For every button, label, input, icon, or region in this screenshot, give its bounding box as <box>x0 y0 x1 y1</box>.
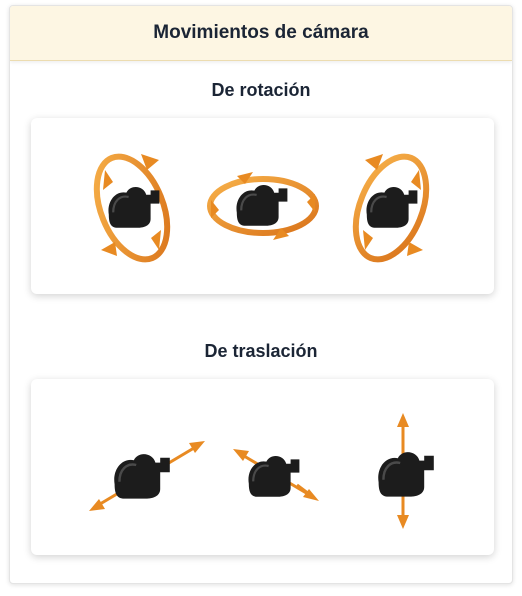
rotation-panel <box>31 118 494 294</box>
translation-panel <box>31 379 494 555</box>
camera-movements-card: Movimientos de cámara De rotación <box>9 5 513 584</box>
rotation-section-title: De rotación <box>211 80 311 100</box>
roll-icon <box>93 153 171 263</box>
yaw-icon <box>207 172 319 240</box>
pitch-icon <box>352 153 430 263</box>
card-header: Movimientos de cámara <box>10 6 512 61</box>
pedestal-icon <box>377 413 436 529</box>
dolly-icon <box>233 449 319 501</box>
translation-section-title: De traslación <box>204 341 318 361</box>
card-title: Movimientos de cámara <box>153 22 369 43</box>
truck-icon <box>89 441 205 511</box>
